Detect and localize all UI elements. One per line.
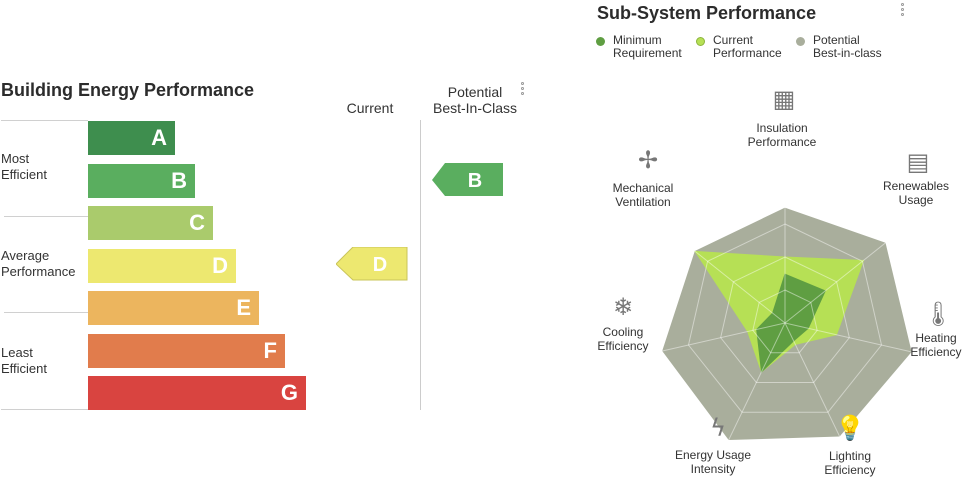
brick-wall-icon: ▦: [773, 85, 796, 113]
radar-axis-label-line: Efficiency: [910, 345, 961, 359]
radar-axis-label-line: Efficiency: [824, 463, 875, 477]
legend-swatch: [696, 37, 705, 46]
legend-item-minimum[interactable]: Minimum Requirement: [596, 34, 682, 60]
legend-label: Current Performance: [713, 33, 782, 60]
gridline: [4, 312, 88, 313]
radar-axis-label-line: Efficiency: [597, 339, 648, 353]
radar-grid-ring: [687, 223, 883, 413]
radar-axis-label-line: Cooling: [603, 325, 644, 339]
radar-spoke: [727, 322, 786, 443]
lightning-icon: ϟ: [710, 414, 726, 442]
radar-grid-ring: [752, 289, 818, 354]
legend-label: Minimum Requirement: [613, 33, 682, 60]
legend-item-potential[interactable]: Potential Best-in-class: [796, 34, 882, 60]
radar-spoke: [784, 240, 889, 324]
radar-axis-label-line: Ventilation: [615, 195, 670, 209]
radar-spoke: [784, 322, 914, 353]
radar-series-minimum: [756, 273, 826, 373]
legend-label: Potential Best-in-class: [813, 33, 882, 60]
potential-rating-arrow-shape: [432, 163, 503, 196]
potential-rating-letter: B: [468, 170, 482, 192]
current-column-header: Current: [346, 100, 394, 116]
current-rating-letter: D: [373, 254, 387, 276]
rating-bar-b: B: [88, 163, 195, 198]
rating-letter: G: [280, 380, 298, 405]
rating-letter: A: [151, 125, 167, 150]
current-rating-arrow: D: [336, 247, 408, 281]
radar-axis-label-line: Performance: [748, 135, 817, 149]
rating-letter: D: [212, 252, 228, 278]
radar-spoke: [784, 322, 843, 443]
rating-letter: F: [263, 337, 277, 363]
average-performance-label: Average Performance: [1, 248, 76, 279]
fan-icon: ✢: [638, 146, 658, 174]
radar-axis-label-line: Heating: [915, 331, 956, 345]
subsystem-title: Sub-System Performance: [597, 3, 817, 23]
legend-swatch: [796, 37, 805, 46]
radar-spoke: [656, 322, 786, 353]
radar-outer-frame-stroke: [655, 189, 915, 443]
radar-spoke: [681, 240, 786, 324]
solar-panel-icon: ▤: [907, 148, 930, 176]
column-divider: [420, 120, 421, 410]
potential-column-header: Potential Best-In-Class: [432, 84, 518, 116]
rating-bar-a: A: [88, 121, 175, 155]
rating-bar-c: C: [88, 206, 213, 240]
snowflake-icon: ❄: [613, 293, 633, 321]
radar-axis-label-line: Energy Usage: [675, 448, 751, 462]
rating-bar-g: G: [88, 376, 306, 410]
radar-axis-label-line: Usage: [899, 193, 934, 207]
most-efficient-label: Most Efficient: [1, 151, 48, 182]
energy-title: Building Energy Performance: [1, 80, 255, 100]
current-rating-arrow-shape: [336, 247, 408, 281]
radar-axis-label-line: Renewables: [883, 179, 949, 193]
rating-letter: C: [189, 210, 205, 235]
gridline: [1, 409, 88, 410]
potential-rating-arrow: B: [432, 163, 503, 196]
energy-menu-icon[interactable]: [521, 82, 525, 95]
radar-grid-ring: [720, 256, 850, 383]
rating-letter: B: [171, 167, 187, 193]
least-efficient-label: Least Efficient: [1, 345, 48, 376]
gridline: [4, 216, 88, 217]
radar-axis-label-line: Insulation: [756, 121, 807, 135]
rating-letter: E: [236, 295, 251, 320]
rating-bar-d: D: [88, 248, 236, 283]
rating-bar-f: F: [88, 333, 285, 368]
thermometer-icon: 🌡: [923, 300, 953, 328]
radar-axis-label-line: Lighting: [829, 449, 871, 463]
legend-item-current[interactable]: Current Performance: [696, 34, 782, 60]
light-bulb-icon: 💡: [835, 414, 865, 442]
radar-axis-label-line: Mechanical: [613, 181, 674, 195]
subsystem-menu-icon[interactable]: [901, 3, 905, 16]
gridline: [1, 120, 88, 121]
radar-axis-label-line: Intensity: [691, 462, 736, 476]
legend-swatch: [596, 37, 605, 46]
rating-bar-e: E: [88, 291, 259, 325]
